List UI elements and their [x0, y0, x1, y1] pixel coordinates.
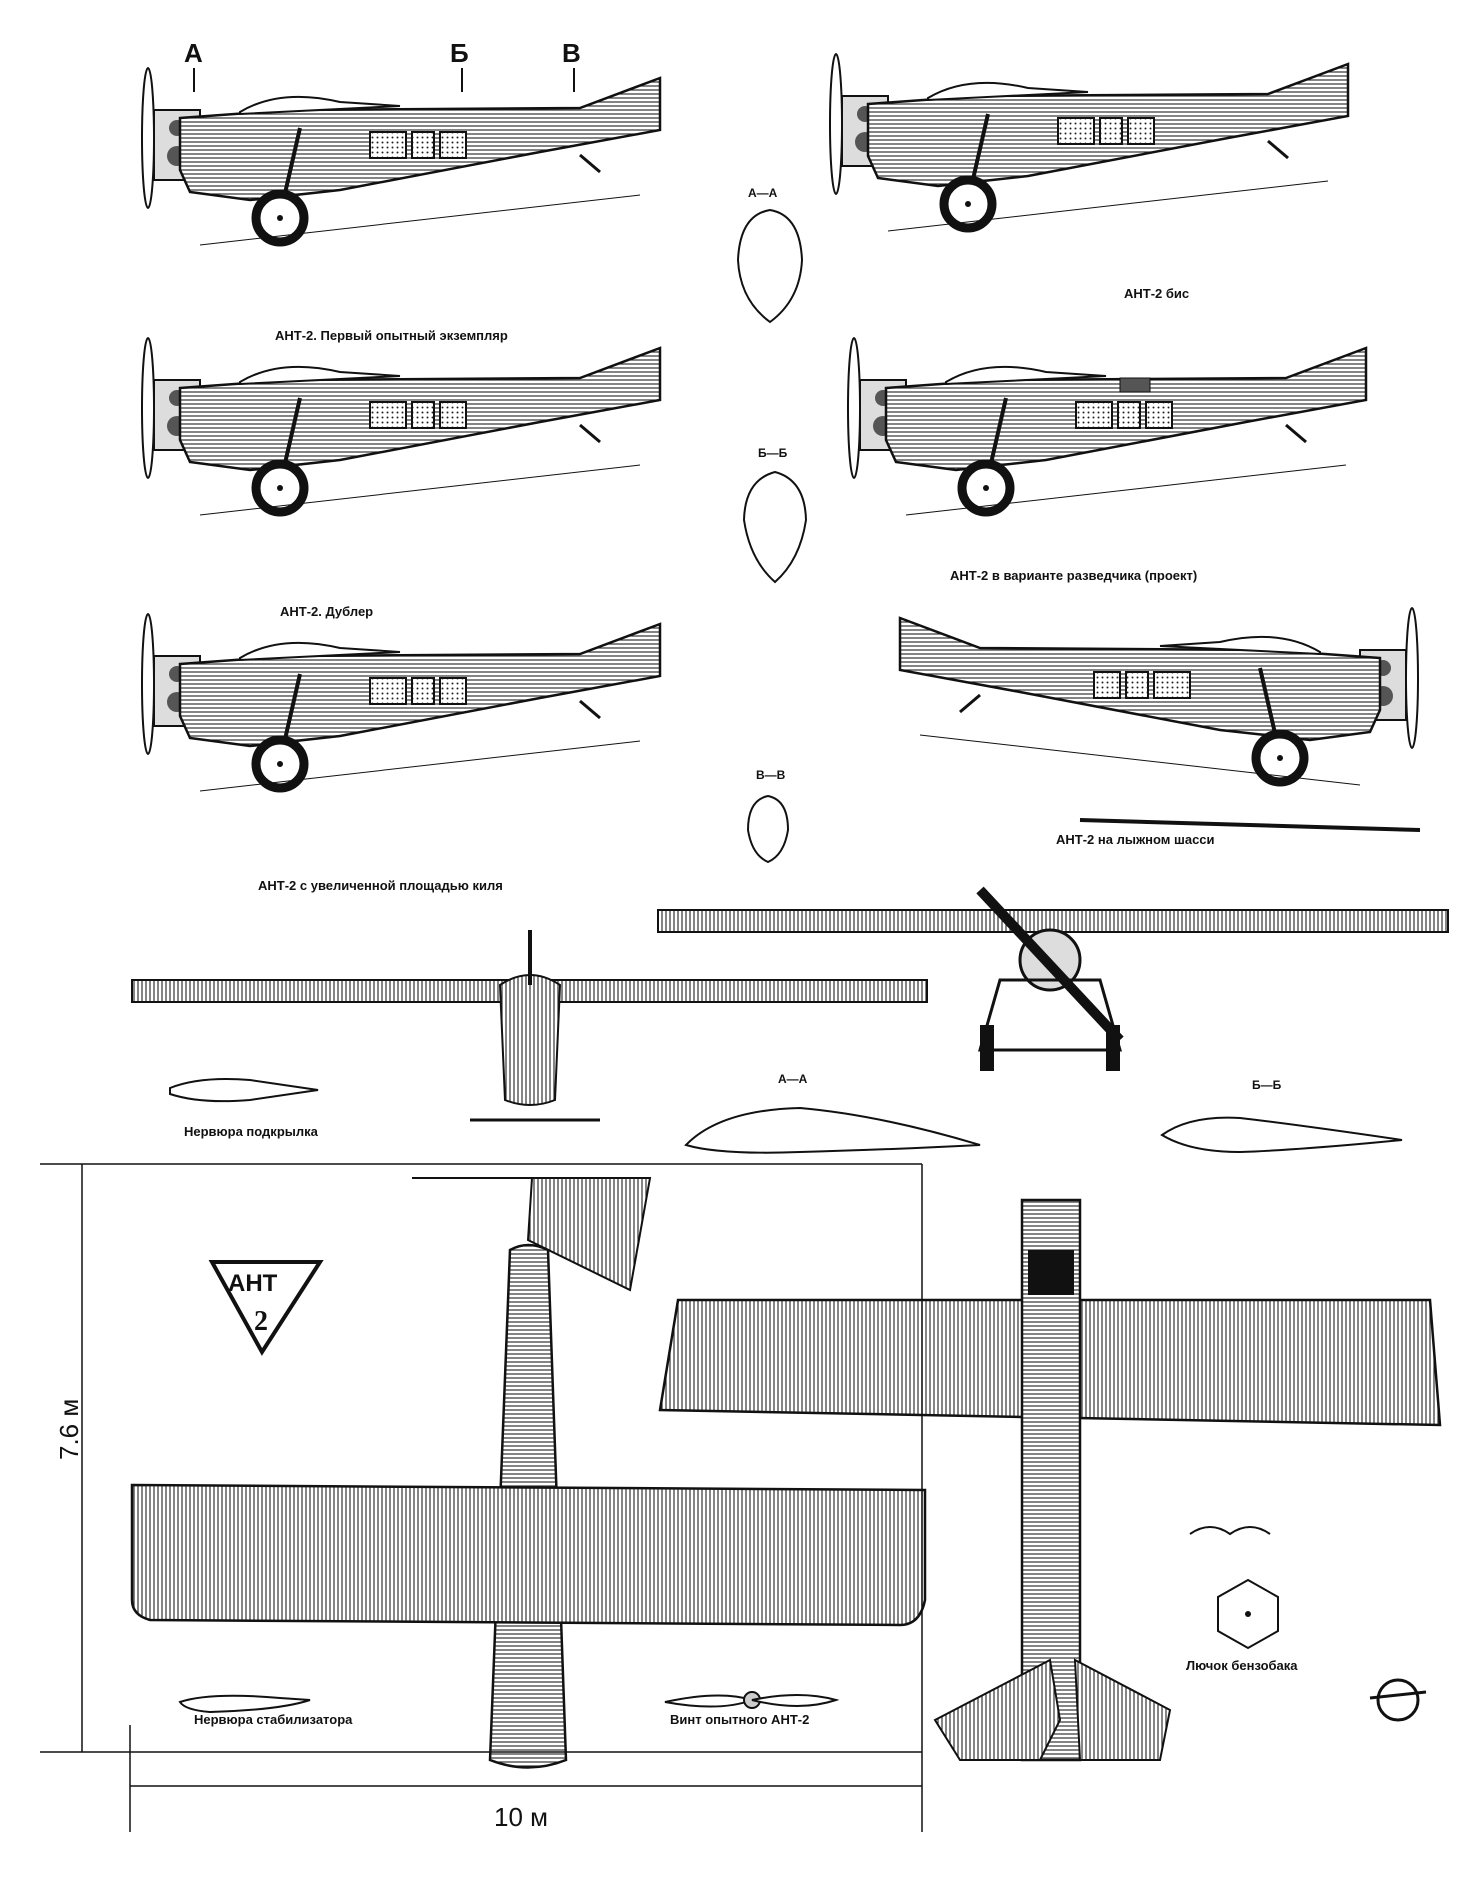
design-bureau-logo — [1369, 1678, 1427, 1722]
section-aa-shape — [736, 208, 804, 324]
side-view-enlarged-fin — [142, 614, 660, 791]
side-view-ski-chassis — [900, 608, 1421, 832]
caption-enlarged-fin: АНТ-2 с увеличенной площадью киля — [258, 878, 503, 893]
wing-section-bb-label: Б—Б — [1252, 1078, 1282, 1092]
side-view-backup — [142, 338, 660, 515]
front-view-ski — [131, 930, 928, 1122]
dimension-height-label: 7.6 м — [54, 1398, 84, 1460]
bottom-view-plan — [658, 1198, 1442, 1762]
wing-section-bb-shape — [1160, 1116, 1403, 1154]
badge-line1: АНТ — [228, 1270, 278, 1297]
section-bb-label: Б—Б — [758, 446, 788, 460]
caption-ski-chassis: АНТ-2 на лыжном шасси — [1056, 832, 1215, 847]
fuel-hatch-detail — [1189, 1526, 1279, 1650]
caption-propeller: Винт опытного АНТ-2 — [670, 1712, 810, 1727]
prop-blade-right — [751, 1694, 840, 1707]
caption-scout-project: АНТ-2 в варианте разведчика (проект) — [950, 568, 1198, 583]
stabilizer-rib-shape — [178, 1694, 311, 1714]
caption-first-prototype: АНТ-2. Первый опытный экземпляр — [275, 328, 508, 343]
wing-section-aa-label: А—А — [778, 1072, 808, 1086]
caption-fuel-hatch: Лючок бензобака — [1186, 1658, 1298, 1673]
ski — [1079, 818, 1421, 832]
station-label-v: В — [562, 38, 581, 68]
section-vv-label: В—В — [756, 768, 786, 782]
section-vv-shape — [746, 794, 790, 864]
dimension-lines — [40, 1163, 923, 1832]
side-view-scout-project — [848, 338, 1366, 515]
front-view-wheels — [657, 886, 1449, 1071]
side-view-bis — [830, 54, 1348, 231]
caption-stabilizer-rib: Нервюра стабилизатора — [194, 1712, 353, 1727]
wing-section-aa-shape — [684, 1106, 981, 1154]
caption-backup: АНТ-2. Дублер — [280, 604, 374, 619]
station-label-b: Б — [450, 38, 469, 68]
caption-aileron-rib: Нервюра подкрылка — [184, 1124, 318, 1139]
ant2-badge — [208, 1260, 324, 1356]
section-aa-label: А—А — [748, 186, 778, 200]
top-view-plan — [130, 1177, 927, 1769]
section-bb-shape — [742, 470, 808, 584]
dimension-width-label: 10 м — [494, 1802, 549, 1832]
aileron-rib-shape — [169, 1078, 319, 1103]
side-view-first-prototype — [142, 68, 660, 245]
prop-blade-left — [664, 1694, 756, 1708]
station-label-a: А — [184, 38, 203, 68]
badge-line2: 2 — [254, 1306, 268, 1337]
caption-bis: АНТ-2 бис — [1124, 286, 1190, 301]
